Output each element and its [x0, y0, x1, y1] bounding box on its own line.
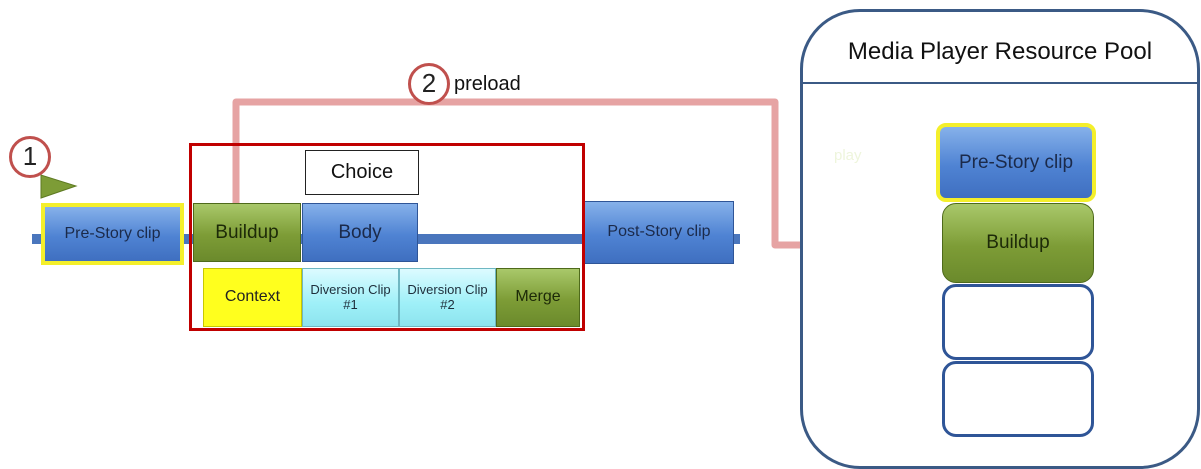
step-marker-2: 2	[408, 63, 450, 105]
pool-slot-prestory[interactable]: Pre-Story clip	[936, 123, 1096, 202]
diversion-clip-1[interactable]: Diversion Clip #1	[302, 268, 399, 327]
choice-frame	[189, 143, 585, 331]
play-label: play	[834, 147, 862, 164]
choice-label: Choice	[305, 150, 419, 195]
pool-slot-empty[interactable]	[942, 361, 1094, 437]
preload-label: preload	[454, 73, 521, 95]
pool-title: Media Player Resource Pool	[847, 38, 1153, 66]
buildup-clip[interactable]: Buildup	[193, 203, 301, 262]
pool-slot-empty[interactable]	[942, 284, 1094, 360]
pool-divider	[802, 82, 1198, 84]
diversion-clip-2[interactable]: Diversion Clip #2	[399, 268, 496, 327]
prestory-clip[interactable]: Pre-Story clip	[41, 203, 184, 265]
pool-slot-buildup[interactable]: Buildup	[942, 203, 1094, 283]
step-marker-1: 1	[9, 136, 51, 178]
context-clip[interactable]: Context	[203, 268, 302, 327]
play-triangle-icon	[40, 174, 78, 199]
body-clip[interactable]: Body	[302, 203, 418, 262]
poststory-clip[interactable]: Post-Story clip	[584, 201, 734, 264]
merge-clip[interactable]: Merge	[496, 268, 580, 327]
